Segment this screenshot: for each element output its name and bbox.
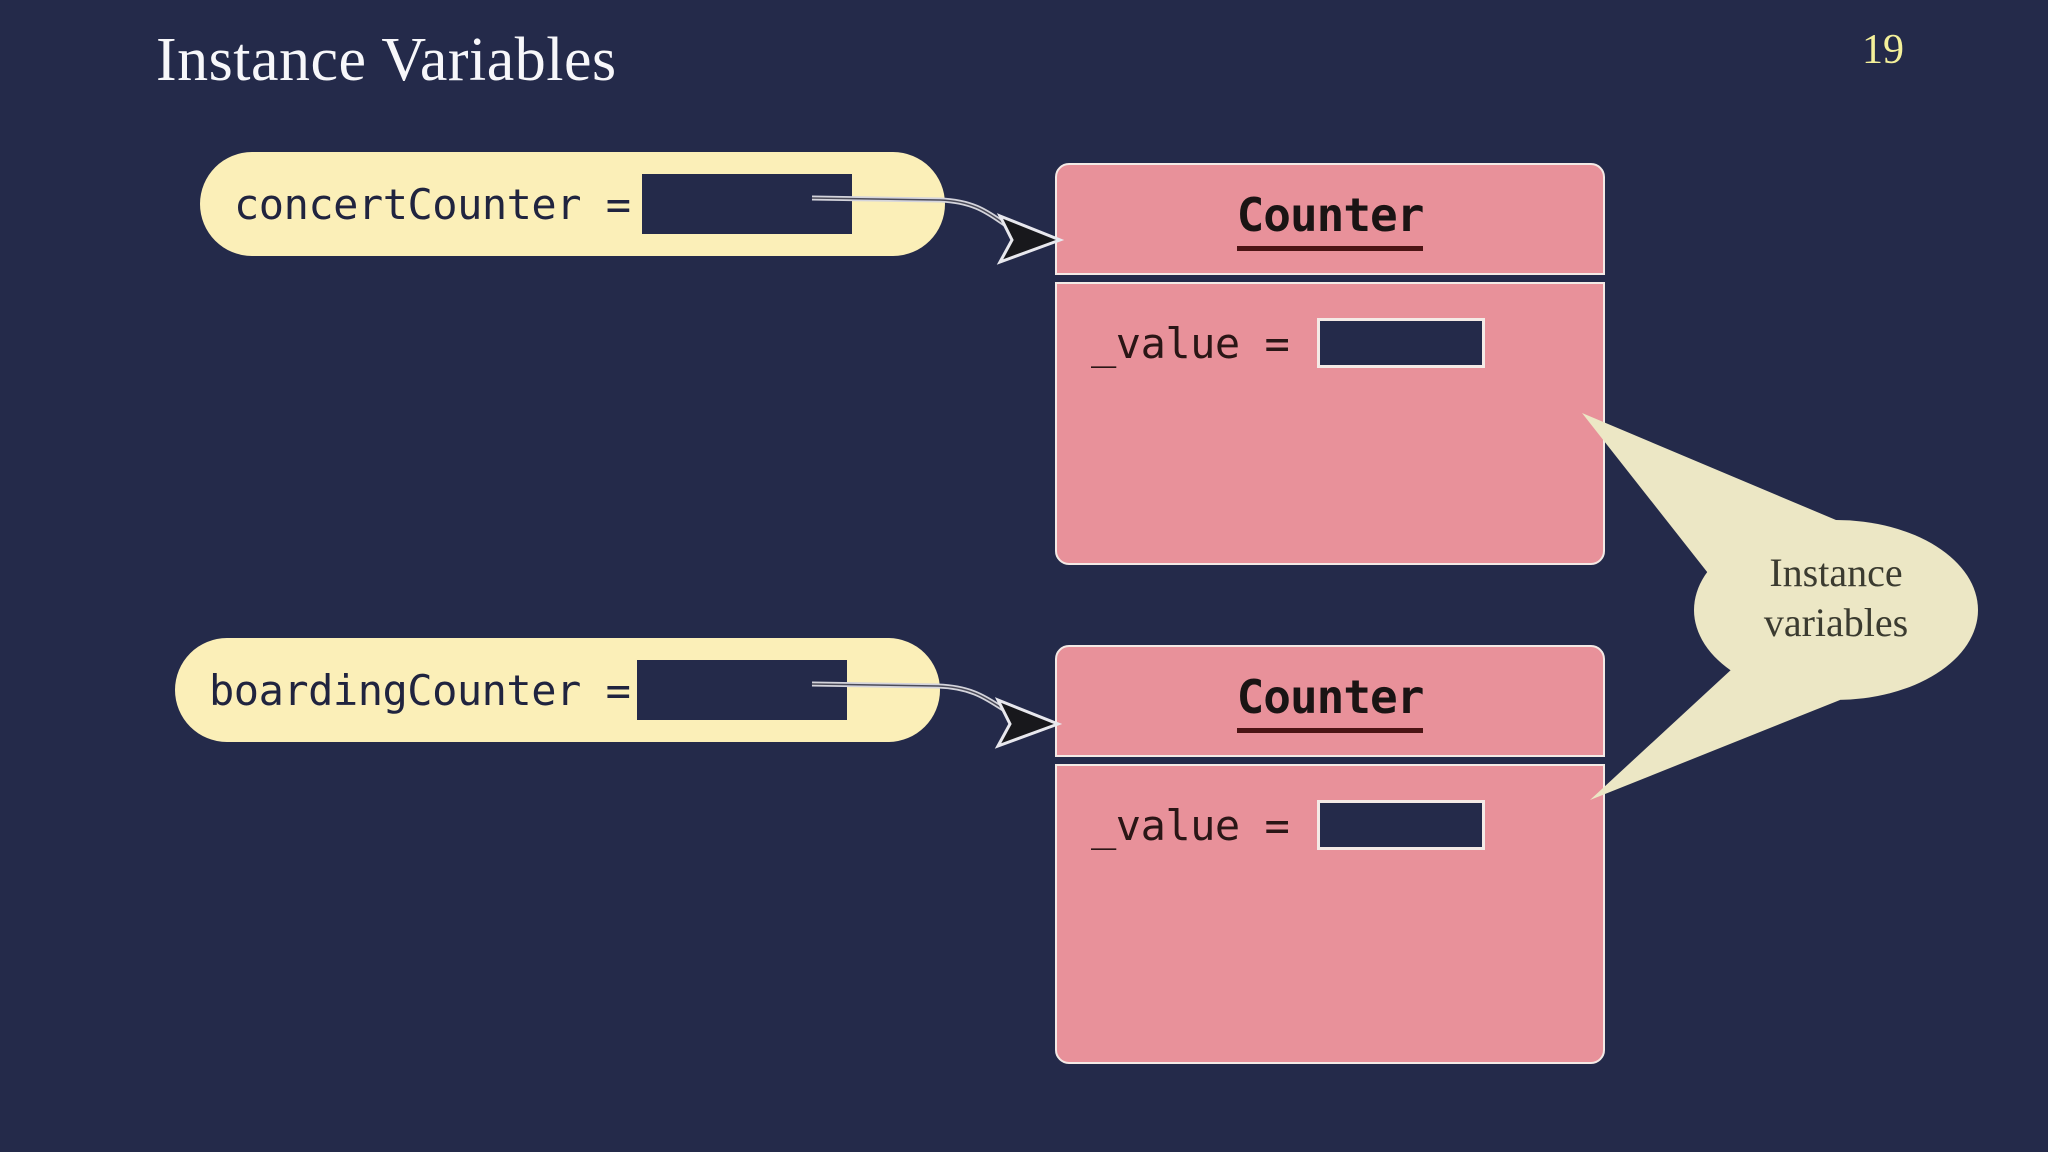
counter-object-1-value-slot xyxy=(1317,318,1486,368)
callout-label-line-1: Instance xyxy=(1769,550,1903,595)
variable-capsule-boarding-counter: boardingCounter = xyxy=(175,638,940,742)
variable-reference-slot-boarding-counter xyxy=(637,660,847,720)
counter-object-2-divider xyxy=(1055,757,1605,764)
counter-object-1-body: _value = xyxy=(1055,282,1605,565)
counter-object-2-header: Counter xyxy=(1055,645,1605,757)
counter-object-2-class-name: Counter xyxy=(1236,670,1424,733)
counter-object-2-field-value: _value = xyxy=(1091,800,1486,850)
arrow-boarding-head xyxy=(994,697,1063,749)
counter-object-2-value-slot xyxy=(1317,800,1486,850)
counter-object-1-value-label: _value = xyxy=(1091,318,1290,368)
counter-object-1-header: Counter xyxy=(1055,163,1605,275)
page-title: Instance Variables xyxy=(156,26,617,94)
counter-object-2: Counter _value = xyxy=(1055,645,1605,1064)
counter-object-2-body: _value = xyxy=(1055,764,1605,1064)
counter-object-1-class-name: Counter xyxy=(1236,188,1424,251)
arrow-concert-head xyxy=(996,213,1065,265)
counter-object-2-value-label: _value = xyxy=(1091,800,1290,850)
variable-reference-slot-concert-counter xyxy=(642,174,852,234)
variable-label-concert-counter: concertCounter = xyxy=(234,179,631,229)
page-number: 19 xyxy=(1862,27,1904,73)
counter-object-1-divider xyxy=(1055,275,1605,282)
counter-object-1: Counter _value = xyxy=(1055,163,1605,565)
variable-label-boarding-counter: boardingCounter = xyxy=(209,665,631,715)
counter-object-1-field-value: _value = xyxy=(1091,318,1486,368)
callout-label: Instance variables xyxy=(1716,548,1956,648)
callout-label-line-2: variables xyxy=(1763,600,1909,645)
variable-capsule-concert-counter: concertCounter = xyxy=(200,152,945,256)
